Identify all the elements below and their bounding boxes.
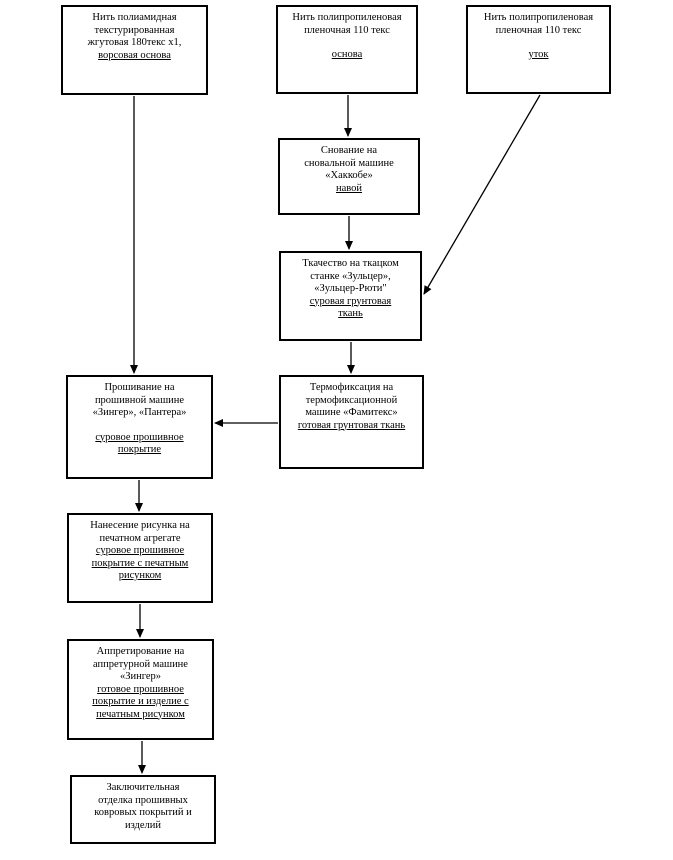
node-yarn-pp-weft: Нить полипропиленовая пленочная 110 текс… bbox=[466, 5, 611, 94]
node-line: «Хаккобе» bbox=[325, 170, 373, 181]
node-output-label: покрытие и изделие с bbox=[92, 696, 189, 707]
node-output-label: готовая грунтовая ткань bbox=[297, 419, 406, 431]
arrow-weft-to-weaving bbox=[423, 94, 541, 295]
node-output-label: покрытие bbox=[117, 444, 162, 455]
node-output-label: суровое прошивное bbox=[95, 545, 185, 556]
node-line: «Зингер», «Пантера» bbox=[92, 407, 187, 418]
node-line: Прошивание на bbox=[104, 382, 175, 393]
node-weaving: Ткачество на ткацком станке «Зульцер», «… bbox=[279, 251, 422, 341]
node-output-label: рисунком bbox=[118, 570, 162, 581]
node-finishing: Аппретирование на аппретурной машине «Зи… bbox=[67, 639, 214, 740]
node-line: текстурированная bbox=[94, 24, 175, 36]
node-tufting: Прошивание на прошивной машине «Зингер»,… bbox=[66, 375, 213, 479]
node-warping: Снование на сновальной машине «Хаккобе» … bbox=[278, 138, 420, 215]
node-output-label: ворсовая основа bbox=[98, 49, 171, 61]
node-line: Заключительная bbox=[106, 782, 180, 793]
node-output-label: ткань bbox=[338, 308, 363, 319]
node-line: Термофиксация на bbox=[309, 382, 394, 393]
node-line: прошивной машине bbox=[94, 394, 185, 406]
node-output-label: покрытие с печатным bbox=[91, 557, 189, 569]
node-output-label: уток bbox=[528, 49, 549, 60]
node-output-label: основа bbox=[331, 49, 363, 60]
node-output-label: готовое прошивное bbox=[97, 683, 184, 695]
node-output-label: навой bbox=[335, 182, 363, 194]
node-line: сновальной машине bbox=[304, 157, 394, 169]
node-line: «Зингер» bbox=[119, 671, 162, 682]
node-thermofixation: Термофиксация на термофиксационной машин… bbox=[279, 375, 424, 469]
node-line: печатном агрегате bbox=[99, 532, 181, 544]
node-final-finishing: Заключительная отделка прошивных ковровы… bbox=[70, 775, 216, 844]
node-line: изделий bbox=[124, 819, 162, 831]
node-line: Нанесение рисунка на bbox=[90, 520, 190, 531]
node-line: пленочная 110 текс bbox=[304, 24, 390, 36]
node-line: ковровых покрытий и bbox=[94, 807, 192, 818]
node-line: пленочная 110 текс bbox=[495, 24, 582, 36]
node-output-label: суровое прошивное bbox=[95, 431, 184, 443]
node-line: Ткачество на ткацком bbox=[302, 258, 399, 269]
node-line: отделка прошивных bbox=[98, 794, 188, 806]
node-line: жгутовая 180текс х1, bbox=[87, 37, 182, 48]
node-line: станке «Зульцер», bbox=[310, 270, 391, 282]
node-line: термофиксационной bbox=[305, 394, 398, 406]
node-printing: Нанесение рисунка на печатном агрегате с… bbox=[67, 513, 213, 603]
node-output-label: суровая грунтовая bbox=[309, 295, 392, 307]
node-line: Нить полипропиленовая bbox=[483, 12, 594, 23]
node-line: Снование на bbox=[320, 145, 378, 156]
node-line: «Зульцер-Рюти" bbox=[314, 283, 387, 294]
node-line: аппретурной машине bbox=[93, 658, 188, 670]
node-line: Нить полиамидная bbox=[92, 12, 177, 23]
node-line: машине «Фамитекс» bbox=[305, 407, 398, 418]
node-line: Нить полипропиленовая bbox=[292, 12, 402, 23]
node-line: Аппретирование на bbox=[96, 646, 185, 657]
node-yarn-pp-warp: Нить полипропиленовая пленочная 110 текс… bbox=[276, 5, 418, 94]
node-yarn-polyamide: Нить полиамидная текстурированная жгутов… bbox=[61, 5, 208, 95]
node-output-label: печатным рисунком bbox=[96, 708, 185, 720]
